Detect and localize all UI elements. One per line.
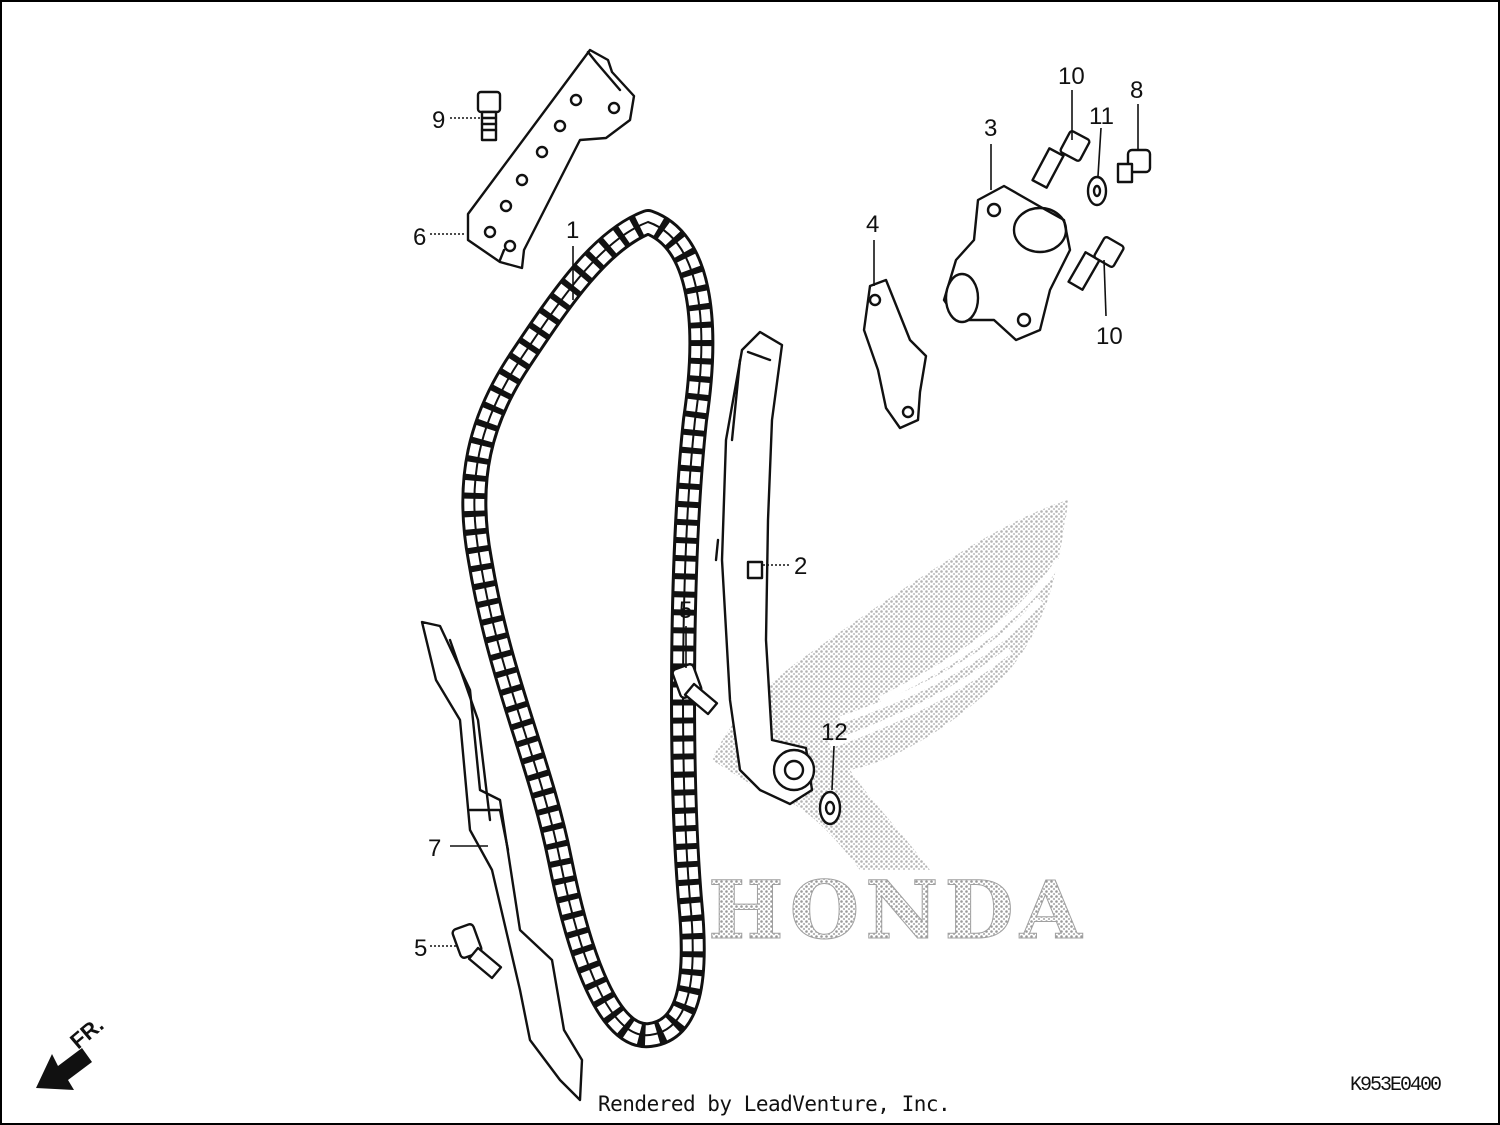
part-9-bolt xyxy=(476,90,502,142)
part-10-bolt-upper xyxy=(1031,130,1091,189)
callout-5-lower: 5 xyxy=(414,935,427,962)
callout-12: 12 xyxy=(821,719,848,746)
part-11-washer xyxy=(1086,175,1108,207)
callout-2: 2 xyxy=(794,553,807,580)
render-credit: Rendered by LeadVenture, Inc. xyxy=(598,1092,951,1116)
callout-7: 7 xyxy=(428,835,441,862)
callout-10-lower: 10 xyxy=(1096,323,1123,350)
part-12-washer xyxy=(818,790,842,826)
callout-4: 4 xyxy=(866,211,879,238)
part-4-gasket xyxy=(862,278,928,430)
part-6-upper-guide-plate xyxy=(466,48,636,270)
callout-1: 1 xyxy=(566,217,579,244)
part-10-bolt-lower xyxy=(1067,236,1125,291)
callout-labels: 1 2 3 4 5 5 6 7 8 9 10 10 11 12 xyxy=(413,63,1143,962)
callout-3: 3 xyxy=(984,115,997,142)
callout-6: 6 xyxy=(413,224,426,251)
front-direction-arrow: FR. xyxy=(36,1012,108,1090)
front-arrow-label: FR. xyxy=(65,1012,108,1054)
leader-lines xyxy=(430,90,1139,947)
honda-wordmark: HONDA xyxy=(708,863,1088,957)
callout-5-upper: 5 xyxy=(679,597,692,624)
part-5-bolt-upper xyxy=(671,663,719,716)
part-5-bolt-lower xyxy=(451,923,503,980)
part-8-bolt xyxy=(1116,148,1152,184)
callout-9: 9 xyxy=(432,107,445,134)
part-7-cam-chain-guide xyxy=(420,620,584,1102)
part-2-tensioner-arm xyxy=(714,330,816,806)
diagram-code: K953E0400 xyxy=(1350,1074,1442,1097)
callout-11: 11 xyxy=(1089,103,1114,130)
part-1-cam-chain xyxy=(461,209,715,1049)
callout-10-upper: 10 xyxy=(1058,63,1085,90)
part-3-tensioner-lifter xyxy=(942,184,1072,342)
callout-8: 8 xyxy=(1130,77,1143,104)
